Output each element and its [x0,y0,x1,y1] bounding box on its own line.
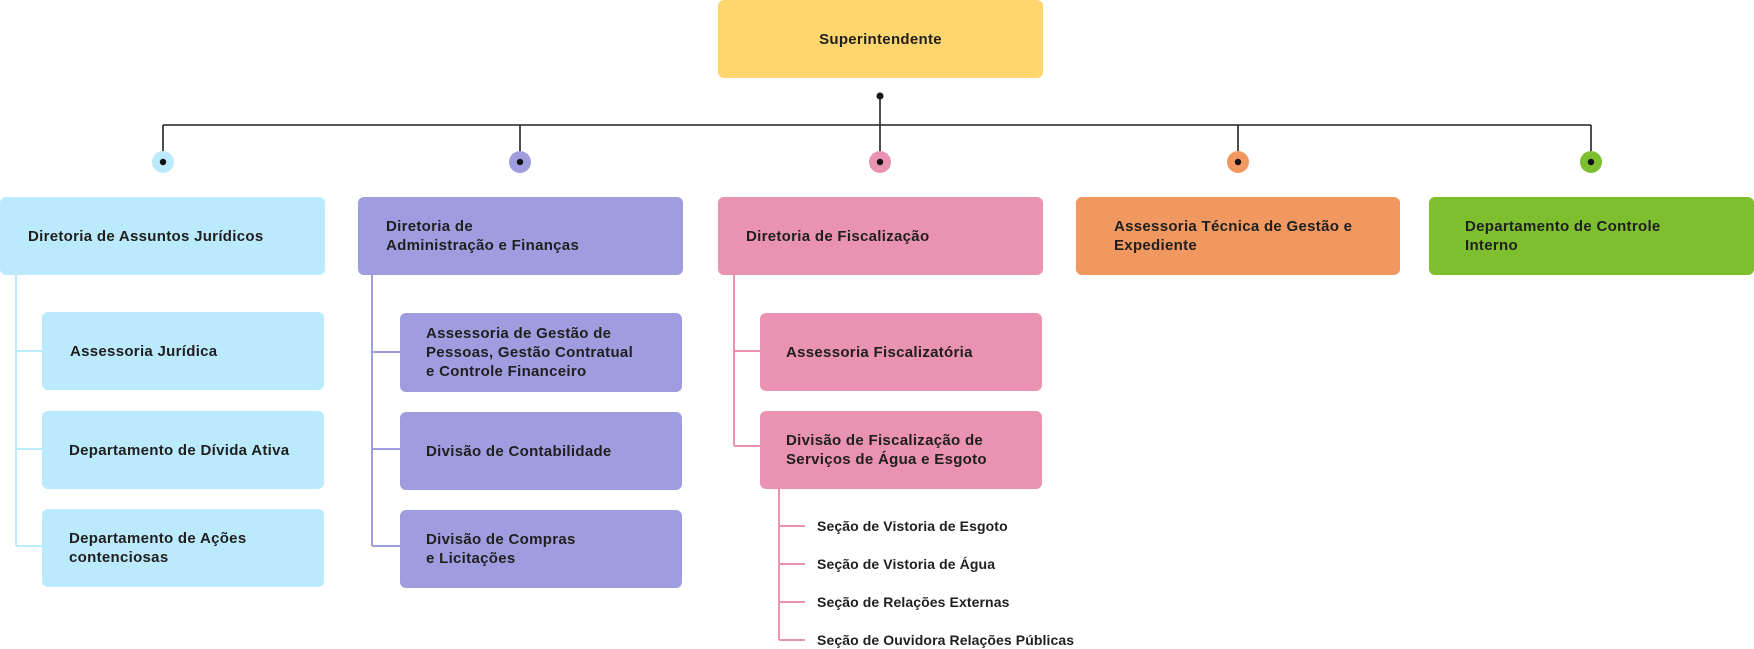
node-dot-assessoria-tecnica [1234,158,1242,166]
assessoria-fiscalizatoria-label: Assessoria Fiscalizatória [786,343,973,361]
divisao-contabilidade-label: Divisão de Contabilidade [426,442,612,460]
diretoria-assuntos-juridicos-label: Diretoria de Assuntos Jurídicos [28,227,264,245]
node-dot-administracao [516,158,524,166]
divisao-compras-licitacoes-box: Divisão de Compras e Licitações [400,510,682,588]
secao-ouvidora-relacoes-publicas: Seção de Ouvidora Relações Públicas [817,632,1075,648]
assessoria-gestao-pessoas-box: Assessoria de Gestão de Pessoas, Gestão … [400,313,682,392]
divisao-fiscalizacao-servicos-label: Divisão de Fiscalização de Serviços de Á… [786,432,987,468]
assessoria-tecnica-box: Assessoria Técnica de Gestão e Expedient… [1076,197,1400,275]
diretoria-fiscalizacao-label: Diretoria de Fiscalização [746,227,930,245]
assessoria-tecnica-label: Assessoria Técnica de Gestão e Expedient… [1114,218,1353,254]
departamento-acoes-contenciosas-box: Departamento de Ações contenciosas [42,509,324,587]
node-dot-fiscalizacao [876,158,884,166]
secao-vistoria-agua: Seção de Vistoria de Água [817,556,996,572]
node-dot-juridicos [159,158,167,166]
assessoria-juridica-box: Assessoria Jurídica [42,312,324,390]
departamento-controle-interno-label: Departamento de Controle Interno [1465,218,1661,254]
diretoria-assuntos-juridicos-box: Diretoria de Assuntos Jurídicos [0,197,325,275]
departamento-acoes-contenciosas-label: Departamento de Ações contenciosas [69,530,247,566]
departamento-divida-ativa-box: Departamento de Dívida Ativa [42,411,324,489]
superintendente-box: Superintendente [718,0,1043,78]
assessoria-juridica-label: Assessoria Jurídica [70,342,218,360]
assessoria-fiscalizatoria-box: Assessoria Fiscalizatória [760,313,1042,391]
diretoria-fiscalizacao-box: Diretoria de Fiscalização [718,197,1043,275]
node-dot-controle-interno [1587,158,1595,166]
divisao-contabilidade-box: Divisão de Contabilidade [400,412,682,490]
superintendente-label: Superintendente [819,30,942,48]
departamento-controle-interno-box: Departamento de Controle Interno [1429,197,1754,275]
assessoria-gestao-pessoas-label: Assessoria de Gestão de Pessoas, Gestão … [426,325,634,380]
diretoria-administracao-financas-box: Diretoria de Administração e Finanças [358,197,683,275]
secao-vistoria-esgoto: Seção de Vistoria de Esgoto [817,518,1008,534]
diretoria-administracao-financas-label: Diretoria de Administração e Finanças [386,218,580,254]
divisao-compras-licitacoes-label: Divisão de Compras e Licitações [426,531,576,567]
departamento-divida-ativa-label: Departamento de Dívida Ativa [69,441,290,459]
divisao-fiscalizacao-servicos-box: Divisão de Fiscalização de Serviços de Á… [760,411,1042,489]
secao-relacoes-externas: Seção de Relações Externas [817,594,1010,610]
